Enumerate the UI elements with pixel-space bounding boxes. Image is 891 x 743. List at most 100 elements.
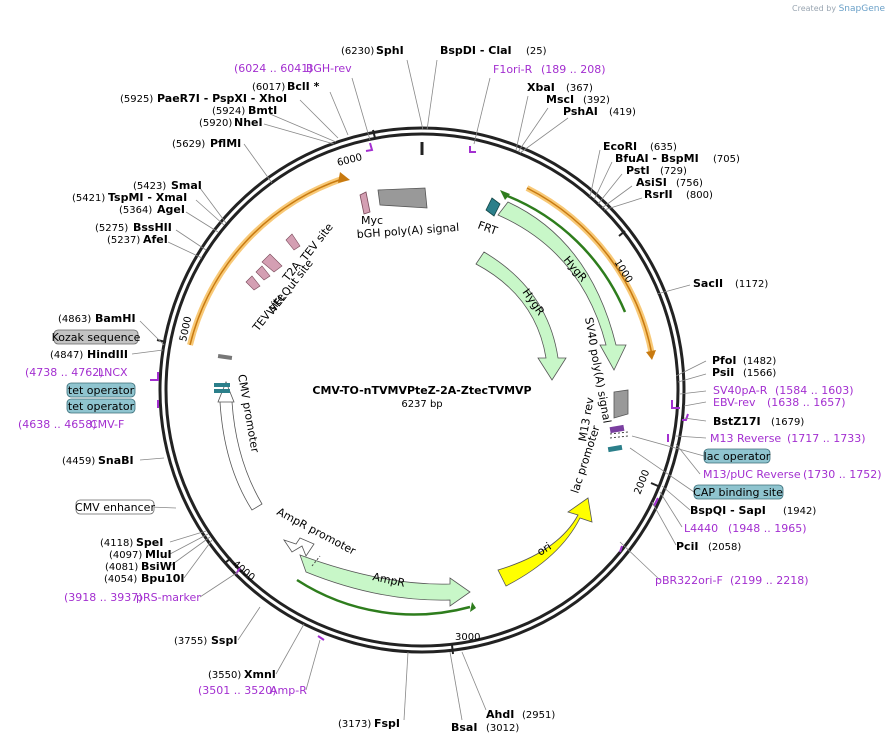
ori-label: ori (535, 540, 554, 559)
created-by-text: Created by (792, 4, 837, 13)
tev-site-mark-1 (285, 233, 301, 251)
site-pos-xbai: (367) (566, 83, 593, 94)
primer-name-l4440: L4440 (684, 522, 718, 535)
site-name-bspmi: BfuAI - BspMI (615, 152, 699, 165)
site-pos-snabi: (4459) (62, 456, 95, 467)
ruler-label-5000: 5000 (178, 315, 194, 342)
plasmid-length: 6237 bp (401, 399, 442, 410)
primer-name-cmv-f: CMV-F (90, 418, 124, 431)
tev-site-label-1: TEV site (298, 221, 336, 265)
site-name-fspi: FspI (374, 717, 400, 730)
primer-name-m13-reverse: M13 Reverse (710, 432, 781, 445)
cap-site-mark (607, 444, 623, 453)
site-pos-asisi: (756) (676, 178, 703, 189)
site-pos-xmni: (3550) (208, 670, 241, 681)
site-pos-bsiwi: (4081) (105, 562, 138, 573)
ruler-tick-5000 (156, 339, 167, 343)
site-name-bsiwi: BsiWI (141, 560, 176, 573)
lac-operator-box (703, 448, 771, 464)
primer-pos-prs-marker: (3918 .. 3937) (64, 591, 143, 604)
cap-binding-site-box (693, 484, 784, 500)
kozak-box (53, 329, 139, 345)
ruler-label-1000: 1000 (611, 258, 634, 285)
site-pos-hindiii: (4847) (50, 350, 83, 361)
primer-name-ebv-rev: EBV-rev (713, 396, 756, 409)
primer-name-prs-marker: pRS-marker (136, 591, 201, 604)
ampr-promoter-label: AmpR promoter (275, 505, 359, 558)
site-pos-afei: (5237) (107, 235, 140, 246)
site-name-spei: SpeI (136, 536, 163, 549)
site-name-mlui: MluI (145, 548, 172, 561)
site-name-xhoi: PaeR7I - PspXI - XhoI (157, 92, 287, 105)
site-pos-bsshii: (5275) (95, 223, 128, 234)
site-pos-pfoi: (1482) (743, 356, 776, 367)
site-pos-pshai: (419) (609, 107, 636, 118)
ampr-orf-arc (296, 578, 471, 616)
site-name-clai: BspDI - ClaI (440, 44, 512, 57)
site-name-afei: AfeI (143, 233, 168, 246)
kozak-box-label: Kozak sequence (52, 331, 141, 344)
ruler-label-3000: 3000 (455, 632, 480, 643)
site-name-psii: PsiI (712, 366, 734, 379)
tet-operator-mark-2 (214, 389, 230, 393)
site-name-sapi: BspQI - SapI (690, 504, 766, 517)
frt-site (485, 197, 501, 217)
site-pos-agei: (5364) (119, 205, 152, 216)
backbone-outer (158, 126, 686, 654)
primer-pos-bgh-rev: (6024 .. 6041) (234, 62, 313, 75)
site-name-agei: AgeI (157, 203, 185, 216)
backbone-inner (164, 132, 680, 648)
site-name-ahdi: AhdI (486, 708, 514, 721)
site-name-smai: SmaI (171, 179, 202, 192)
site-pos-bmti: (5924) (212, 106, 245, 117)
t2a-mark (261, 253, 283, 273)
tet-operator-box-2 (66, 398, 136, 414)
ori-arrow (497, 497, 593, 587)
primer-pos-m13-reverse: (1717 .. 1733) (787, 432, 866, 445)
primer-name-bgh-rev: BGH-rev (306, 62, 352, 75)
bgh-polya-signal (377, 187, 428, 209)
lac-promoter-hatch (609, 431, 629, 439)
site-name-hindiii: HindIII (87, 348, 128, 361)
site-name-bamhi: BamHI (95, 312, 136, 325)
site-name-pshai: PshAI (563, 105, 598, 118)
snapgene-logo-text: SnapGene (838, 4, 885, 14)
kozak-mark (217, 354, 233, 360)
ruler-tick-1000 (618, 230, 626, 237)
tev-site-mark-2 (255, 265, 271, 281)
site-name-bsai: BsaI (451, 721, 477, 734)
ruler-tick-4000 (224, 557, 232, 564)
site-name-sacii: SacII (693, 277, 723, 290)
site-name-bpu10i: Bpu10I (141, 572, 185, 585)
primer-name-m13puc-reverse: M13/pUC Reverse (703, 468, 801, 481)
site-name-pflmi: PflMI (210, 137, 241, 150)
site-name-bcli: BclI * (287, 80, 320, 93)
site-pos-psii: (1566) (743, 368, 776, 379)
primer-pos-sv40pa-r: (1584 .. 1603) (775, 384, 854, 397)
site-pos-ahdi: (2951) (522, 710, 555, 721)
primer-name-pbr322ori-f: pBR322ori-F (655, 574, 723, 587)
site-name-snabi: SnaBI (98, 454, 134, 467)
site-name-xbai: XbaI (527, 81, 555, 94)
primer-pos-lncx: (4738 .. 4762) (25, 366, 104, 379)
myc-tag (359, 191, 371, 215)
site-pos-clai: (25) (526, 46, 547, 57)
site-name-xmai: TspMI - XmaI (108, 191, 187, 204)
tet-operator-mark-1 (214, 383, 230, 387)
site-pos-bamhi: (4863) (58, 314, 91, 325)
cmv-enhancer-box (75, 499, 155, 515)
primer-pos-f1ori-r: (189 .. 208) (541, 63, 606, 76)
site-name-bmti: BmtI (248, 104, 277, 117)
site-name-msci: MscI (546, 93, 574, 106)
site-pos-fspi: (3173) (338, 719, 371, 730)
site-name-sphi: SphI (376, 44, 404, 57)
site-pos-bcli: (6017) (252, 82, 285, 93)
site-pos-bpu10i: (4054) (104, 574, 137, 585)
lac-operator-mark (609, 424, 625, 434)
cmv-enhancer-box-label: CMV enhancer (75, 501, 155, 514)
orf-arc-left-head (338, 172, 350, 183)
orf-arc-right-core (526, 187, 653, 356)
primer-pos-amp-r: (3501 .. 3520) (198, 684, 277, 697)
primer-name-sv40pa-r: SV40pA-R (713, 384, 768, 397)
frt-label: FRT (476, 219, 499, 238)
